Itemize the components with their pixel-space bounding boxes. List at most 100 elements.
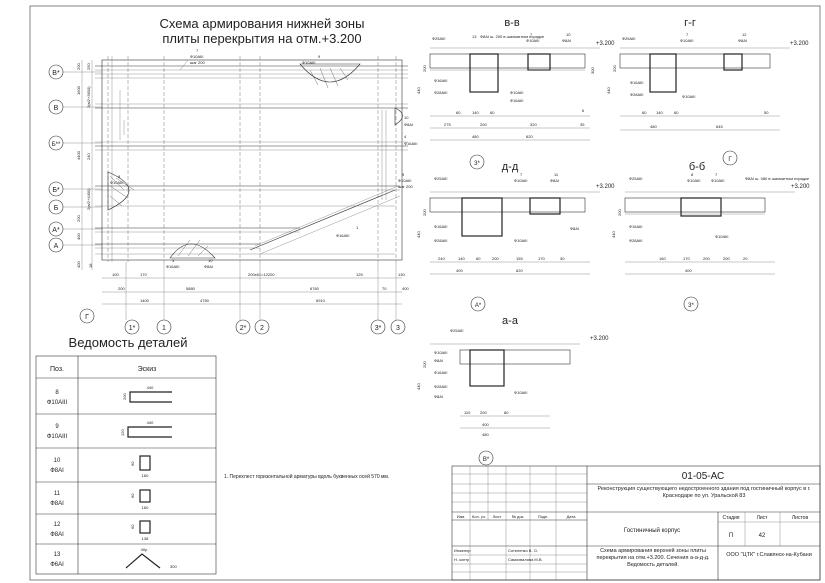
svg-text:30: 30	[560, 256, 565, 261]
svg-text:13: 13	[472, 34, 477, 39]
axis-label-v: В	[54, 105, 59, 112]
svg-text:Ф10АIII: Ф10АIII	[687, 178, 701, 183]
svg-text:В*: В*	[483, 457, 490, 463]
schedule-col-sketch: Эскиз	[138, 366, 157, 373]
schedule-row: 9 Ф10АIII 440 120	[47, 420, 172, 440]
svg-text:8: 8	[118, 174, 121, 179]
plan-title-line2: плиты перекрытия на отм.+3.200	[162, 31, 361, 46]
section-vv-level: +3.200	[596, 41, 615, 47]
axis-label-b-star: Б*	[52, 187, 60, 194]
svg-text:6: 6	[582, 108, 585, 113]
svg-text:160: 160	[142, 505, 149, 510]
svg-text:Ф8АI: Ф8АI	[434, 394, 443, 399]
svg-text:70: 70	[382, 286, 387, 291]
svg-text:Ф8АI: Ф8АI	[50, 468, 64, 474]
svg-text:620: 620	[516, 268, 523, 273]
svg-text:90: 90	[130, 461, 135, 466]
svg-text:2(в/2+4400): 2(в/2+4400)	[86, 188, 91, 210]
axis-label-1-star: 1*	[129, 325, 136, 332]
svg-text:3*: 3*	[474, 161, 480, 167]
svg-text:Ф25АIII: Ф25АIII	[434, 176, 448, 181]
svg-text:Ф10АIII: Ф10АIII	[190, 54, 204, 59]
schedule-row: 13 Ф6АI 40р 300	[50, 547, 177, 569]
svg-text:40р: 40р	[141, 547, 148, 552]
axis-label-1: 1	[162, 325, 166, 332]
svg-text:170: 170	[140, 272, 147, 277]
schedule-row: 11 Ф8АI 160 60	[50, 489, 151, 510]
plan-left-dimensions: 200 250 1600 2(в/2+3600) 4400 240 2(в/2+…	[76, 60, 93, 270]
svg-text:155: 155	[516, 256, 523, 261]
svg-text:240: 240	[86, 153, 91, 160]
svg-text:400: 400	[685, 268, 692, 273]
svg-text:Ф8АI: Ф8АI	[570, 226, 579, 231]
axis-label-2: 2	[260, 325, 264, 332]
section-dd-title: д-д	[502, 161, 519, 173]
svg-text:400: 400	[402, 286, 409, 291]
svg-text:7: 7	[530, 32, 533, 37]
sheet-number: 42	[759, 533, 766, 539]
axis-label-b-2star: Б**	[52, 142, 61, 148]
svg-text:Ф16АIII: Ф16АIII	[166, 264, 180, 269]
svg-text:Ф25АIII: Ф25АIII	[450, 328, 464, 333]
svg-text:300: 300	[170, 564, 177, 569]
axis-label-a-star: А*	[52, 227, 60, 234]
svg-text:200: 200	[723, 256, 730, 261]
svg-text:200: 200	[480, 410, 487, 415]
svg-text:Ф8АI: Ф8АI	[434, 358, 443, 363]
svg-text:Ф8АI: Ф8АI	[550, 178, 559, 183]
svg-text:60: 60	[674, 110, 679, 115]
svg-text:Лист: Лист	[757, 515, 769, 521]
section-gg-level: +3.200	[790, 41, 809, 47]
plan-view: Схема армирования нижней зоны плиты пере…	[48, 16, 418, 335]
axis-label-v-star: В*	[52, 70, 60, 77]
role-engineer: Инженер	[454, 548, 471, 553]
svg-text:12: 12	[742, 32, 747, 37]
svg-text:6760: 6760	[310, 286, 320, 291]
svg-text:645: 645	[716, 124, 723, 129]
svg-text:10: 10	[566, 32, 571, 37]
svg-text:Ф10АIII: Ф10АIII	[510, 90, 524, 95]
svg-text:Ф28АIII: Ф28АIII	[434, 384, 448, 389]
svg-text:240: 240	[438, 256, 445, 261]
stage-value: П	[729, 533, 733, 539]
svg-text:А*: А*	[475, 303, 482, 309]
svg-text:Ф10АIII: Ф10АIII	[302, 60, 316, 65]
svg-text:160: 160	[659, 256, 666, 261]
svg-text:Ф16АIII: Ф16АIII	[630, 80, 644, 85]
svg-text:20: 20	[743, 256, 748, 261]
svg-text:9: 9	[318, 54, 321, 59]
svg-text:Ф10АIII: Ф10АIII	[398, 178, 412, 183]
section-aa-title: а-а	[502, 315, 519, 327]
role-norm-control: Н. контр	[454, 557, 470, 562]
svg-text:Ф10АIII: Ф10АIII	[680, 38, 694, 43]
details-schedule: Ведомость деталей Поз. Эскиз 8 Ф10АIII 4…	[35, 335, 217, 575]
svg-text:Кол. уч.: Кол. уч.	[472, 514, 486, 519]
plan-title-line1: Схема армирования нижней зоны	[160, 16, 365, 31]
section-gg-title: г-г	[684, 17, 696, 29]
svg-text:200: 200	[76, 215, 81, 222]
svg-text:250: 250	[86, 63, 91, 70]
svg-text:200: 200	[703, 256, 710, 261]
section-vv: в-в +3.200 Ф25АIII 13 Ф8АI ш. 200 в шахм…	[416, 17, 615, 170]
svg-text:Ф10АIII: Ф10АIII	[434, 350, 448, 355]
svg-text:шаг 200: шаг 200	[398, 184, 413, 189]
svg-text:400: 400	[76, 261, 81, 268]
svg-text:130: 130	[398, 272, 405, 277]
svg-text:Подп.: Подп.	[538, 514, 549, 519]
svg-text:50: 50	[764, 110, 769, 115]
svg-text:Ф8АI ш. 200 в шахматном порядк: Ф8АI ш. 200 в шахматном порядке	[480, 34, 545, 39]
svg-text:480: 480	[650, 124, 657, 129]
svg-text:Изм.: Изм.	[457, 514, 466, 519]
svg-text:440: 440	[147, 420, 154, 425]
name-norm-control: Самохвалова М.В.	[508, 557, 543, 562]
svg-text:60: 60	[642, 110, 647, 115]
schedule-title: Ведомость деталей	[69, 335, 188, 350]
svg-text:80: 80	[504, 410, 509, 415]
svg-text:2(в/2+3600): 2(в/2+3600)	[86, 86, 91, 108]
svg-text:125: 125	[356, 272, 363, 277]
svg-text:Дата: Дата	[567, 514, 577, 519]
svg-text:Ф8АI: Ф8АI	[738, 38, 747, 43]
svg-text:140: 140	[472, 110, 479, 115]
axis-label-3-star: 3*	[375, 325, 382, 332]
svg-text:Ф28АIII: Ф28АIII	[434, 90, 448, 95]
